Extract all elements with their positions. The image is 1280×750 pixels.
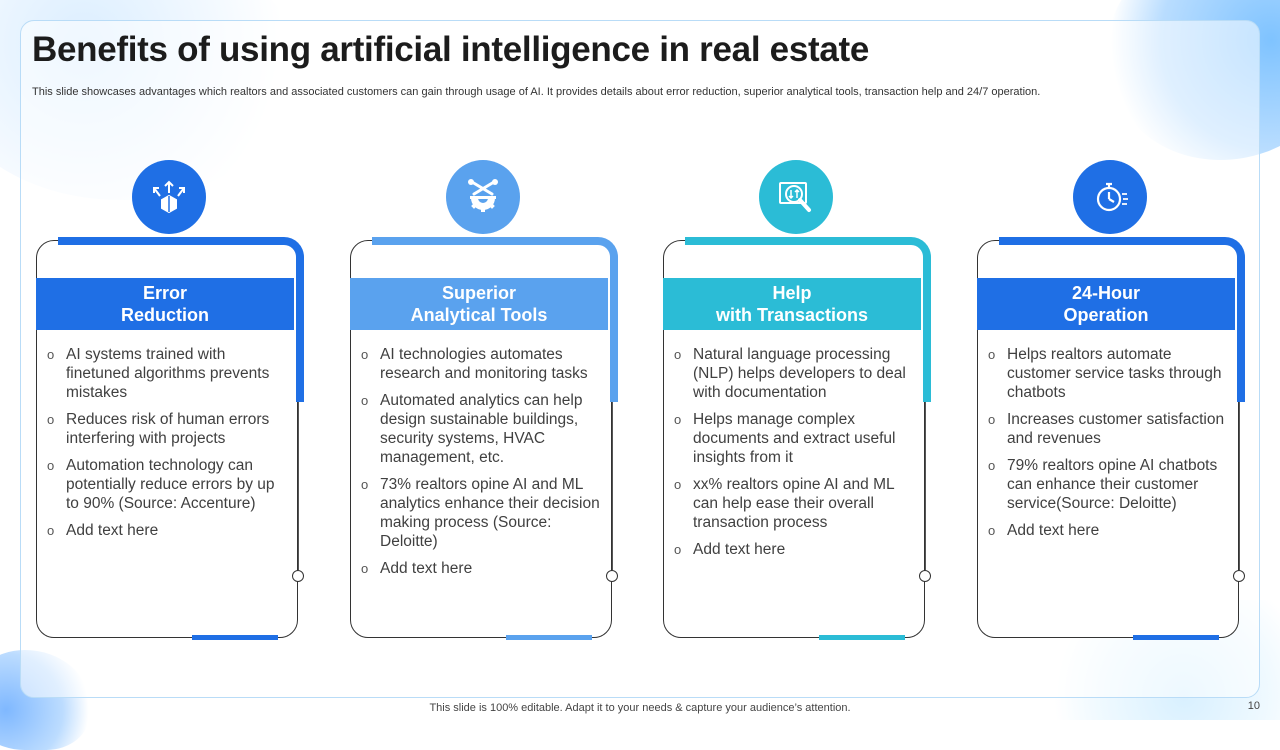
list-item: Add text here: [360, 559, 600, 578]
card-connector-dot: [1233, 570, 1245, 582]
list-item: Add text here: [673, 540, 913, 559]
card-heading-line1: Help: [772, 283, 812, 303]
card-accent-arc: [999, 237, 1245, 402]
card-connector-line: [1239, 402, 1240, 570]
card-heading-line2: Operation: [1063, 305, 1149, 325]
card-heading-line1: Error: [142, 283, 187, 303]
card-connector-dot: [919, 570, 931, 582]
list-item: AI technologies automates research and m…: [360, 345, 600, 383]
list-item: Helps realtors automate customer service…: [987, 345, 1227, 402]
card-heading-line1: 24-Hour: [1071, 283, 1140, 303]
card-connector-line: [925, 402, 926, 570]
slide-title: Benefits of using artificial intelligenc…: [32, 30, 870, 69]
card-bottom-accent: [819, 635, 905, 640]
card-accent-arc: [372, 237, 618, 402]
card-heading: Error Reduction: [36, 278, 294, 330]
benefit-card-analytical-tools: Superior Analytical Tools AI technologie…: [350, 160, 618, 650]
cube-arrows-icon: [132, 160, 206, 234]
card-connector-dot: [292, 570, 304, 582]
gear-wrench-icon: [446, 160, 520, 234]
card-heading-line2: Reduction: [121, 305, 209, 325]
list-item: Automated analytics can help design sust…: [360, 391, 600, 467]
stopwatch-icon: [1073, 160, 1147, 234]
card-heading-line1: Superior: [441, 283, 516, 303]
list-item: AI systems trained with finetuned algori…: [46, 345, 286, 402]
benefit-card-24-hour-operation: 24-Hour Operation Helps realtors automat…: [977, 160, 1245, 650]
list-item: Add text here: [46, 521, 286, 540]
list-item: Helps manage complex documents and extra…: [673, 410, 913, 467]
page-number: 10: [1247, 700, 1260, 712]
card-heading: Help with Transactions: [663, 278, 921, 330]
list-item: 79% realtors opine AI chatbots can enhan…: [987, 456, 1227, 513]
card-connector-line: [612, 402, 613, 570]
benefit-card-error-reduction: Error Reduction AI systems trained with …: [36, 160, 304, 650]
card-connector-dot: [606, 570, 618, 582]
card-accent-arc: [58, 237, 304, 402]
footer-note: This slide is 100% editable. Adapt it to…: [429, 702, 851, 714]
list-item: Reduces risk of human errors interfering…: [46, 410, 286, 448]
card-bullet-list: Natural language processing (NLP) helps …: [673, 345, 913, 567]
card-heading-line2: Analytical Tools: [410, 305, 548, 325]
card-bullet-list: AI systems trained with finetuned algori…: [46, 345, 286, 548]
card-connector-line: [298, 402, 299, 570]
card-bottom-accent: [506, 635, 592, 640]
list-item: Automation technology can potentially re…: [46, 456, 286, 513]
card-bullet-list: AI technologies automates research and m…: [360, 345, 600, 586]
card-accent-arc: [685, 237, 931, 402]
magnifier-transfer-icon: [759, 160, 833, 234]
benefit-card-transactions: Help with Transactions Natural language …: [663, 160, 931, 650]
card-heading: 24-Hour Operation: [977, 278, 1235, 330]
list-item: 73% realtors opine AI and ML analytics e…: [360, 475, 600, 551]
card-bottom-accent: [1133, 635, 1219, 640]
card-heading: Superior Analytical Tools: [350, 278, 608, 330]
list-item: Add text here: [987, 521, 1227, 540]
slide-subtitle: This slide showcases advantages which re…: [32, 86, 1041, 98]
list-item: Increases customer satisfaction and reve…: [987, 410, 1227, 448]
card-bullet-list: Helps realtors automate customer service…: [987, 345, 1227, 548]
card-bottom-accent: [192, 635, 278, 640]
list-item: xx% realtors opine AI and ML can help ea…: [673, 475, 913, 532]
card-heading-line2: with Transactions: [715, 305, 869, 325]
list-item: Natural language processing (NLP) helps …: [673, 345, 913, 402]
